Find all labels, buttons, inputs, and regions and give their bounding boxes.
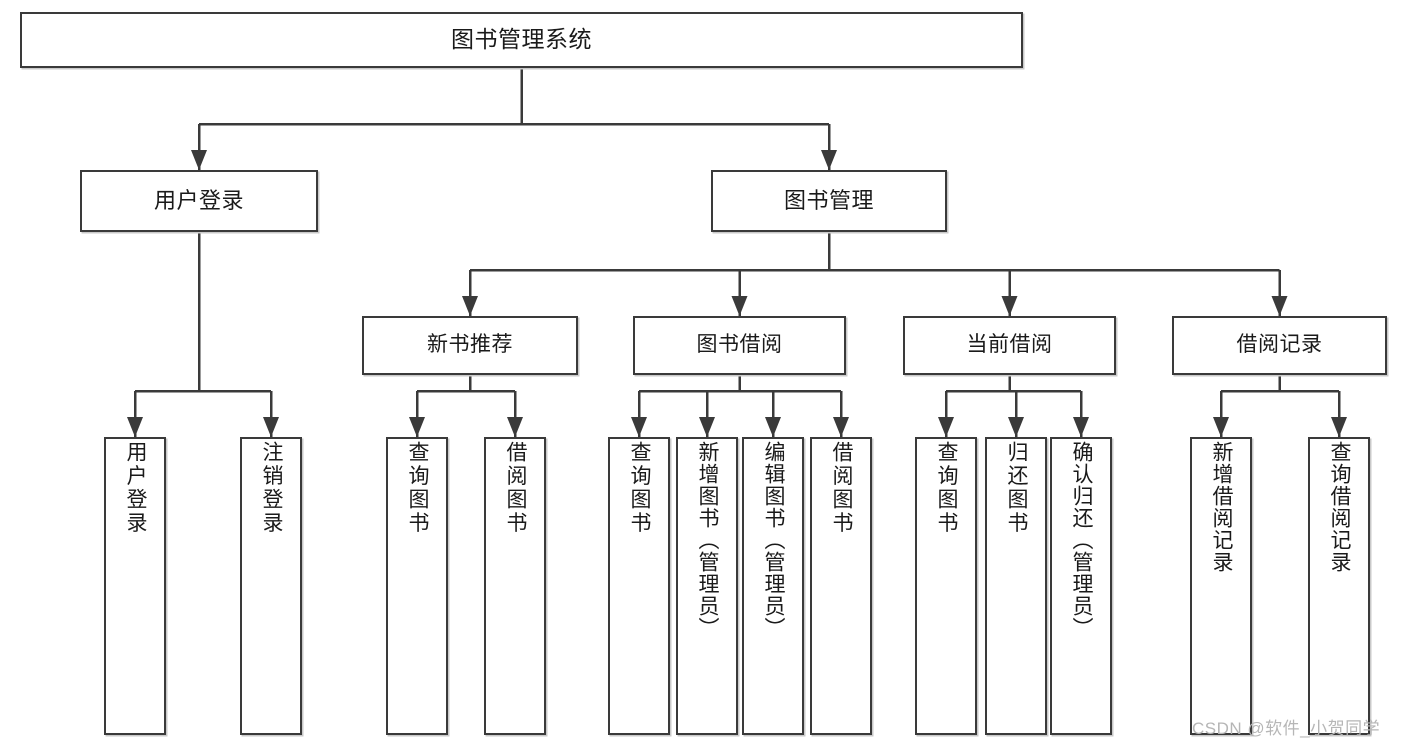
node-new-book-rec[interactable]: 新书推荐	[362, 316, 578, 375]
node-label: 查询图书	[628, 441, 652, 535]
node-label: 借阅图书	[504, 441, 528, 535]
node-current-borrow[interactable]: 当前借阅	[903, 316, 1116, 375]
node-label: 查询图书	[406, 441, 430, 535]
node-label: 新书推荐	[427, 333, 513, 357]
node-leaf-nb-query[interactable]: 查询图书	[386, 437, 448, 735]
node-label: 当前借阅	[966, 333, 1053, 357]
node-leaf-bb-borrow[interactable]: 借阅图书	[810, 437, 872, 735]
node-root[interactable]: 图书管理系统	[20, 12, 1023, 68]
node-book-borrow[interactable]: 图书借阅	[633, 316, 846, 375]
node-label: 注销登录	[260, 441, 284, 535]
watermark: CSDN @软件_小贺同学	[1192, 719, 1381, 738]
node-book-manage[interactable]: 图书管理	[711, 170, 947, 232]
node-user-login[interactable]: 用户登录	[80, 170, 318, 232]
node-borrow-record[interactable]: 借阅记录	[1172, 316, 1387, 375]
node-label: 图书管理	[783, 188, 874, 214]
node-label: 图书管理系统	[451, 26, 592, 53]
node-leaf-bb-edit[interactable]: 编辑图书（管理员）	[742, 437, 804, 735]
node-label: 新增借阅记录	[1210, 441, 1234, 573]
node-leaf-br-add[interactable]: 新增借阅记录	[1190, 437, 1252, 735]
node-label: 确认归还（管理员）	[1070, 441, 1094, 639]
node-leaf-cb-return[interactable]: 归还图书	[985, 437, 1047, 735]
node-leaf-logout[interactable]: 注销登录	[240, 437, 302, 735]
node-label: 借阅记录	[1236, 333, 1323, 357]
node-leaf-cb-confirm[interactable]: 确认归还（管理员）	[1050, 437, 1112, 735]
node-leaf-nb-borrow[interactable]: 借阅图书	[484, 437, 546, 735]
node-label: 新增图书（管理员）	[696, 441, 720, 639]
node-leaf-br-query[interactable]: 查询借阅记录	[1308, 437, 1370, 735]
node-label: 查询图书	[935, 441, 959, 535]
node-leaf-bb-add[interactable]: 新增图书（管理员）	[676, 437, 738, 735]
node-label: 编辑图书（管理员）	[762, 441, 786, 639]
node-label: 用户登录	[124, 441, 148, 535]
node-leaf-user-login[interactable]: 用户登录	[104, 437, 166, 735]
node-leaf-bb-query[interactable]: 查询图书	[608, 437, 670, 735]
node-label: 借阅图书	[830, 441, 854, 535]
node-label: 图书借阅	[696, 333, 783, 357]
node-label: 查询借阅记录	[1328, 441, 1352, 573]
node-label: 用户登录	[153, 188, 244, 214]
node-leaf-cb-query[interactable]: 查询图书	[915, 437, 977, 735]
node-label: 归还图书	[1005, 441, 1029, 535]
